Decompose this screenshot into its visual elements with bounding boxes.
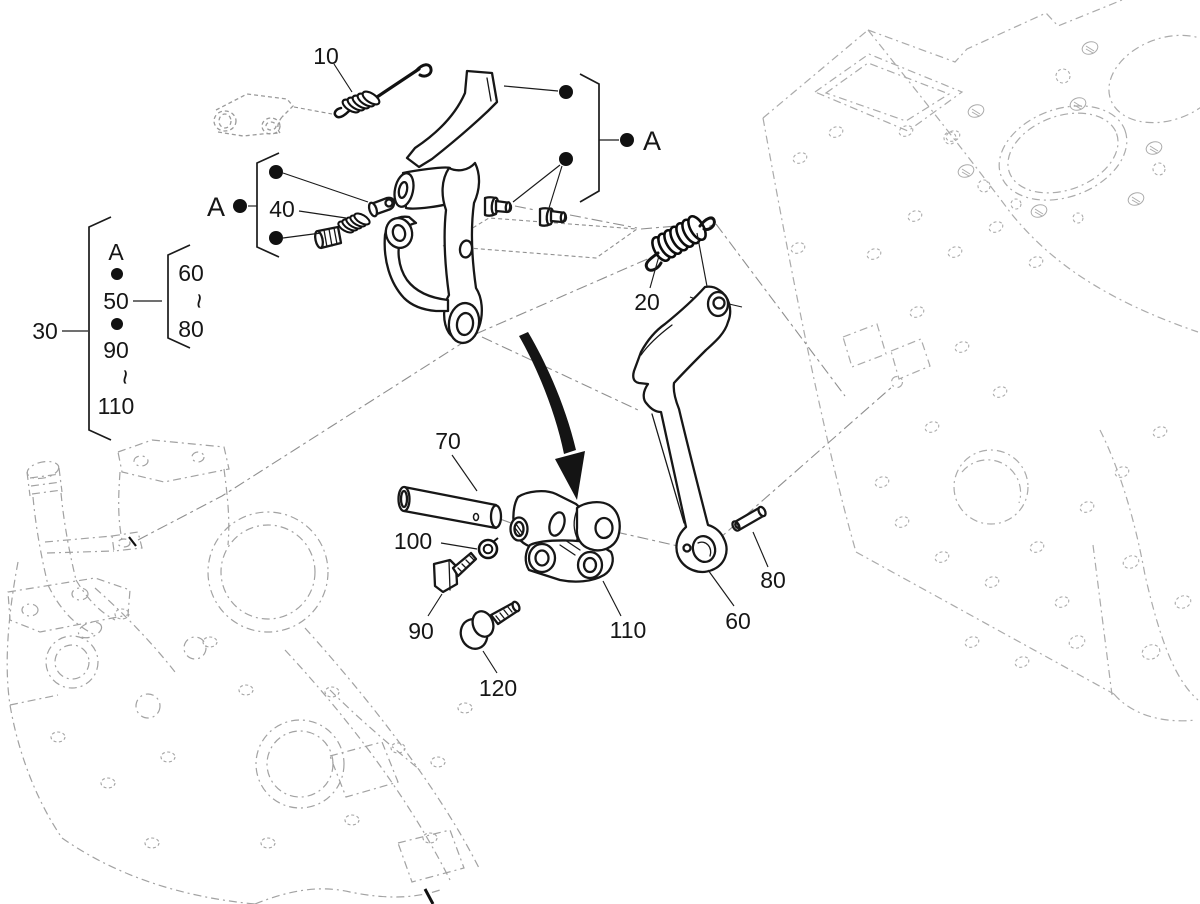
callout-120: 120: [479, 675, 517, 701]
engine-block-threaded-holes: [957, 41, 1163, 218]
callout-60: 60: [725, 608, 751, 634]
spring-20: [644, 214, 716, 272]
legend-sub-tilde: ~: [184, 293, 214, 309]
plunger-pin-part: [367, 196, 396, 218]
ghost-link-lines: [293, 106, 639, 259]
legend-item-110: 110: [98, 393, 135, 419]
joint-block-110: [509, 490, 621, 583]
callout-90: 90: [408, 618, 434, 644]
legend-item-50: 50: [103, 288, 129, 314]
callout-110: 110: [610, 617, 647, 643]
pin-70: [397, 485, 503, 530]
spring-10: [333, 63, 433, 119]
legend-range-tilde: ~: [110, 369, 140, 385]
adjusting-screw-b: [538, 207, 568, 227]
legend-item-a: A: [108, 239, 124, 265]
bolt-120: [459, 600, 521, 650]
callout-10: 10: [313, 43, 339, 69]
pin-80: [731, 505, 767, 532]
assembly-direction-arrow: [519, 332, 585, 500]
gear-case-holes: [50, 608, 473, 849]
detail-marker-a-right: A: [643, 126, 661, 156]
grouping-brackets: [88, 73, 600, 441]
legend-item-90: 90: [103, 337, 129, 363]
adjusting-screw-a: [483, 196, 513, 217]
engine-block-outline: [762, 0, 1200, 722]
lock-washer-100: [477, 537, 499, 560]
reference-bullets: [111, 85, 634, 330]
legend-sub-60: 60: [178, 260, 204, 286]
gear-case-outline: [6, 439, 481, 904]
assembly-axis-lines: [137, 194, 894, 547]
callout-40: 40: [269, 196, 295, 222]
hook-anchor-tick: [128, 536, 137, 547]
callout-80: 80: [760, 567, 786, 593]
engine-block-holes: [790, 68, 1192, 668]
callout-100: 100: [394, 528, 432, 554]
set-screw-part: [313, 225, 343, 250]
hex-bolt-90: [432, 551, 478, 594]
detail-marker-a-left: A: [207, 192, 225, 222]
callout-20: 20: [634, 289, 660, 315]
lever-60: [632, 285, 732, 574]
callout-leader-lines: [62, 63, 769, 674]
ghost-bracket-part: [213, 93, 294, 137]
spring-40: [337, 212, 371, 234]
callout-70: 70: [435, 428, 461, 454]
fork-lever-50: [383, 69, 499, 345]
bottom-cut-tick: [423, 888, 435, 904]
legend-sub-80: 80: [178, 316, 204, 342]
callout-30: 30: [32, 318, 58, 344]
